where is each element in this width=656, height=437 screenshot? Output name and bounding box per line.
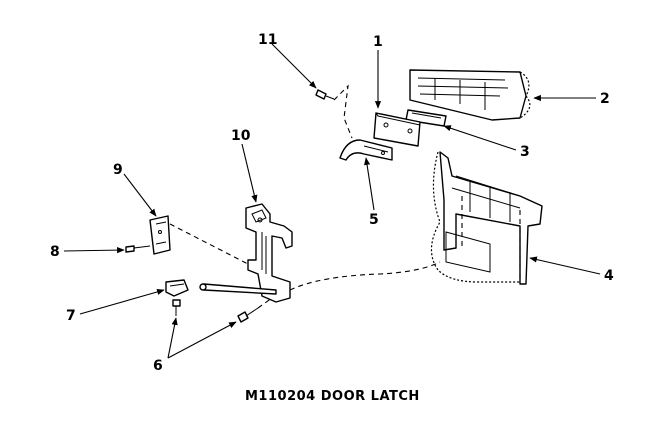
part-9-switch — [149, 215, 171, 255]
part-10-latch-assembly — [199, 203, 293, 303]
callout-9: 9 — [113, 162, 123, 178]
assembly-line-9 — [169, 223, 249, 265]
callout-4: 4 — [604, 268, 614, 284]
leader-7 — [79, 288, 165, 315]
callout-10: 10 — [231, 128, 251, 144]
callout-3: 3 — [520, 144, 530, 160]
leader-4 — [529, 256, 601, 275]
leader-6a — [167, 317, 178, 359]
part-8-screw — [125, 245, 151, 253]
callout-1: 1 — [373, 34, 383, 50]
assembly-line-10 — [289, 261, 441, 291]
assembly-line-6 — [257, 297, 273, 309]
part-6-screws — [172, 299, 259, 323]
leader-11 — [271, 43, 317, 89]
leader-3 — [443, 125, 517, 151]
assembly-line-11 — [333, 84, 353, 139]
leader-9 — [123, 173, 157, 217]
part-5-hook — [339, 139, 393, 161]
part-4-frame — [430, 151, 543, 285]
part-11-screw — [315, 89, 335, 100]
callout-8: 8 — [50, 244, 60, 260]
callout-11: 11 — [258, 32, 277, 48]
leader-8 — [63, 247, 125, 254]
part-1-mounting-plate — [373, 112, 421, 147]
leader-6b — [167, 321, 237, 359]
leader-10 — [241, 143, 258, 203]
diagram-caption: M110204 DOOR LATCH — [245, 389, 420, 404]
callout-2: 2 — [600, 91, 610, 107]
leader-5 — [364, 157, 375, 211]
part-2-rail — [409, 69, 531, 121]
callout-6: 6 — [153, 358, 163, 374]
part-7-knob — [165, 279, 189, 297]
callout-7: 7 — [66, 308, 76, 324]
callout-5: 5 — [369, 212, 379, 228]
